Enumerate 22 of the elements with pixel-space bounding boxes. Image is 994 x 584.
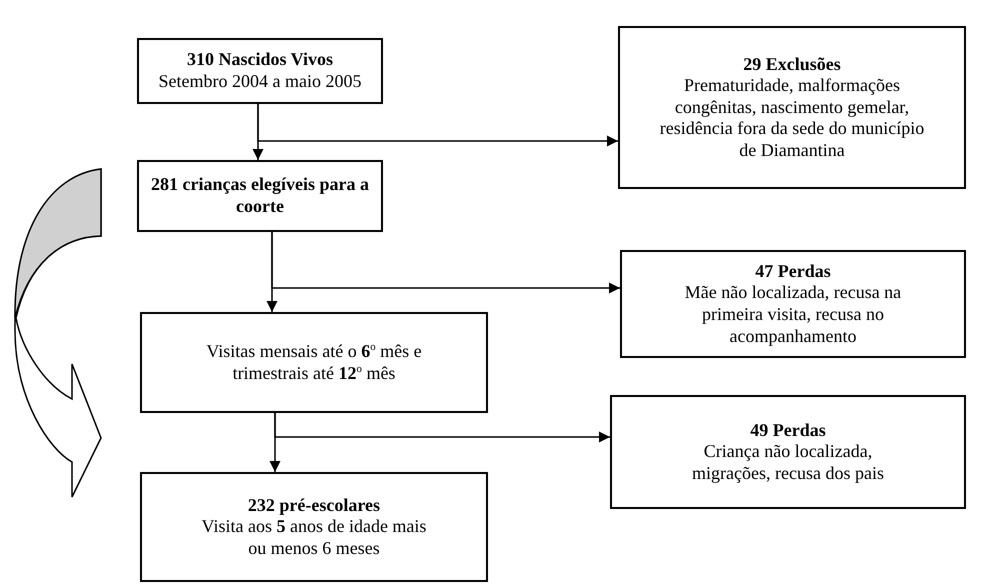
process-box — [618, 26, 966, 189]
box-text: Criança não localizada, migrações, recusa dos pais — [691, 441, 885, 484]
process-box — [137, 160, 383, 232]
box-heading: 232 pré-escolares — [246, 494, 382, 516]
process-box — [137, 38, 383, 104]
box-text: Visitas mensais até o 6$^{o}$ mês e trimestrais até 12$^{o}$ mês — [205, 340, 423, 384]
box-text: Setembro 2004 a maio 2005 — [158, 71, 362, 93]
box-text: Visita aos 5 anos de idade mais ou menos 6 meses — [200, 516, 428, 560]
process-box — [610, 395, 966, 509]
process-box — [140, 472, 488, 582]
process-box — [140, 312, 488, 413]
box-text: Prematuridade, malformações congênitas, nascimento gemelar, residência fora da sede do município de Diamantina — [658, 75, 926, 162]
box-heading: 47 Perdas — [754, 260, 832, 282]
arrow — [274, 413, 610, 442]
arrow — [257, 104, 618, 146]
arrow — [271, 232, 620, 294]
box-text: Mãe não localizada, recusa na primeira visita, recusa no acompanhamento — [684, 282, 902, 348]
box-heading: 29 Exclusões — [742, 54, 842, 76]
box-heading: 310 Nascidos Vivos — [186, 49, 334, 71]
box-text: 281 crianças elegíveis para a coorte — [150, 174, 370, 218]
box-heading: 49 Perdas — [749, 420, 827, 442]
process-box — [620, 250, 966, 358]
